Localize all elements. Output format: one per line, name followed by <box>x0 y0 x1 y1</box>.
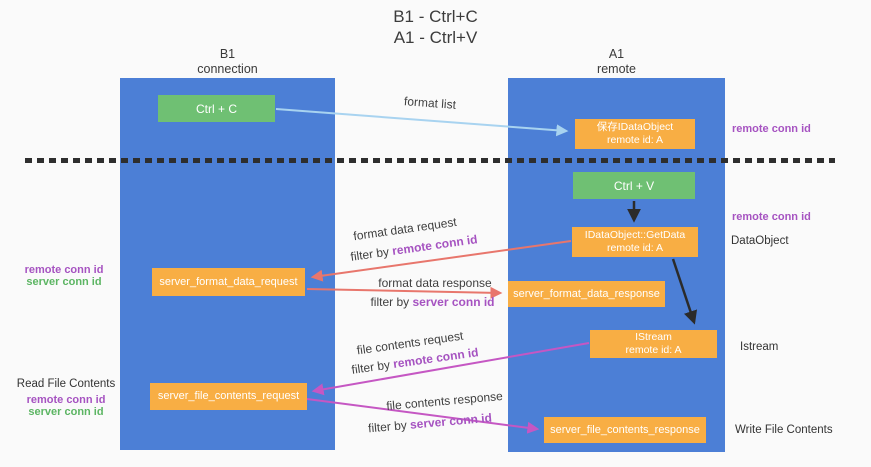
format-data-response-label: format data response <box>378 276 492 290</box>
ctrl-v-label: Ctrl + V <box>613 178 655 193</box>
left-format-conn-ids: remote conn id server conn id <box>10 264 118 288</box>
getdata-line1: IDataObject::GetData <box>584 229 686 241</box>
left-remote-conn-id-format: remote conn id <box>24 264 104 276</box>
server-format-data-request-label: server_format_data_request <box>159 275 298 288</box>
left-server-conn-id-format: server conn id <box>26 276 102 288</box>
title-line-1: B1 - Ctrl+C <box>393 7 478 26</box>
node-save-dataobject: 保存IDataObject remote id: A <box>575 119 695 149</box>
node-ctrl-v: Ctrl + V <box>573 172 695 199</box>
right-column-header: A1 remote <box>508 47 725 77</box>
node-server-format-data-request: server_format_data_request <box>152 268 305 296</box>
getdata-line2: remote id: A <box>606 242 664 254</box>
left-column-subtitle: connection <box>197 62 258 76</box>
dashed-separator-line <box>25 158 835 163</box>
right-remote-conn-id-mid: remote conn id <box>732 211 811 223</box>
left-column-header: B1 connection <box>120 47 335 77</box>
filter-prefix: filter by <box>367 417 411 436</box>
node-server-file-contents-response: server_file_contents_response <box>544 417 706 443</box>
save-dataobject-line2: remote id: A <box>606 134 664 146</box>
istream-line1: IStream <box>635 331 672 343</box>
server-format-data-response-label: server_format_data_response <box>513 287 660 300</box>
left-remote-conn-id-file: remote conn id <box>26 394 106 406</box>
dataobject-label: DataObject <box>731 235 789 247</box>
filter-prefix: filter by <box>370 295 413 309</box>
node-server-format-data-response: server_format_data_response <box>508 281 665 307</box>
ctrl-c-label: Ctrl + C <box>195 101 237 116</box>
istream-side-label: Istream <box>740 341 779 353</box>
save-dataobject-line1: 保存IDataObject <box>596 121 674 133</box>
node-getdata: IDataObject::GetData remote id: A <box>572 227 698 257</box>
server-file-contents-response-label: server_file_contents_response <box>550 423 700 436</box>
server-conn-id-highlight: server conn id <box>409 410 493 432</box>
right-remote-conn-id-top: remote conn id <box>732 123 811 135</box>
diagram-title: B1 - Ctrl+C A1 - Ctrl+V <box>0 6 871 48</box>
node-server-file-contents-request: server_file_contents_request <box>150 383 307 410</box>
filter-prefix: filter by <box>350 357 395 377</box>
filter-prefix: filter by <box>349 244 394 264</box>
left-column-name: B1 <box>219 47 236 61</box>
right-column-subtitle: remote <box>597 62 636 76</box>
write-file-contents-label: Write File Contents <box>735 424 833 436</box>
title-line-2: A1 - Ctrl+V <box>393 28 478 47</box>
istream-line2: remote id: A <box>625 344 682 356</box>
format-list-label: format list <box>403 94 457 112</box>
right-column-name: A1 <box>608 47 625 61</box>
node-istream: IStream remote id: A <box>590 330 717 358</box>
server-file-contents-request-label: server_file_contents_request <box>157 390 300 402</box>
node-ctrl-c: Ctrl + C <box>158 95 275 122</box>
left-server-conn-id-file: server conn id <box>28 406 104 418</box>
filter-by-server-conn-id-label-1: filter by server conn id <box>350 295 515 309</box>
left-file-labels: Read File Contents remote conn id server… <box>10 378 122 418</box>
read-file-contents-label: Read File Contents <box>16 378 116 390</box>
server-conn-id-highlight: server conn id <box>412 295 495 309</box>
